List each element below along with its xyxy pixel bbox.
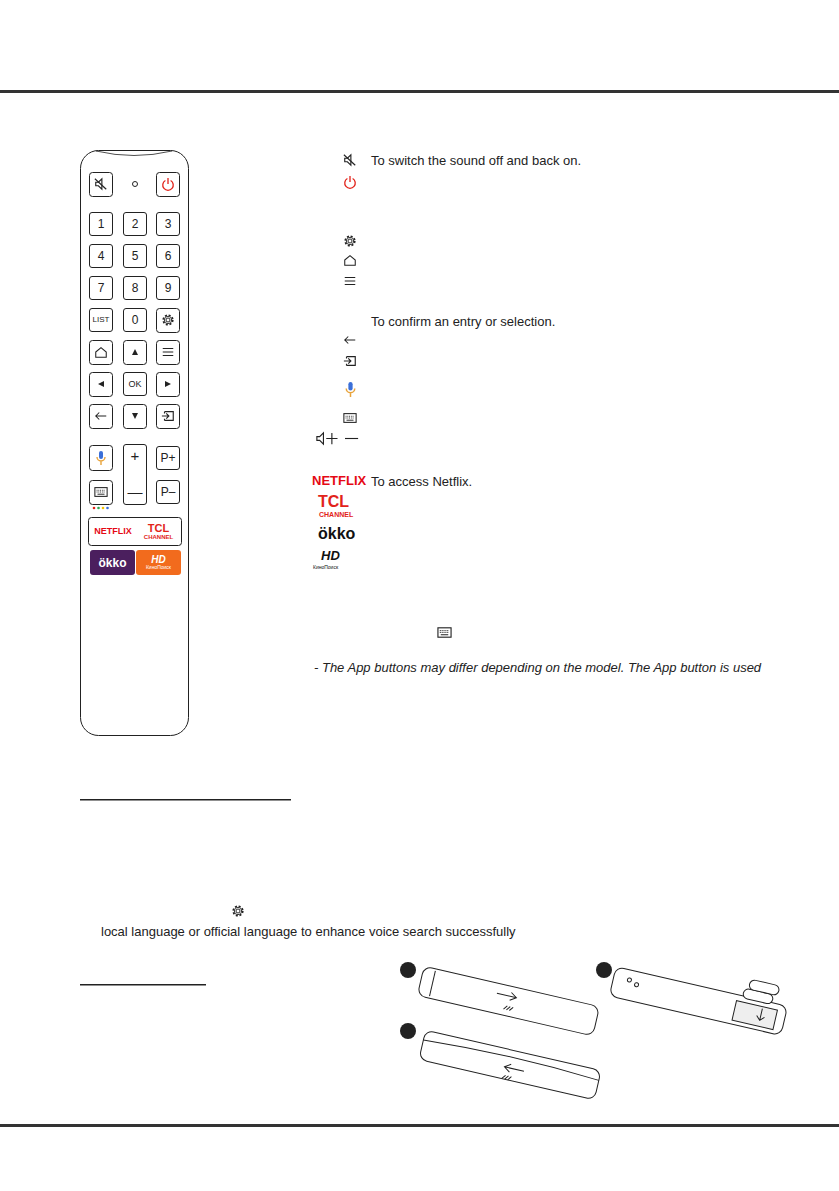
ok-button: OK: [123, 372, 147, 396]
button-label: P–: [161, 486, 176, 498]
app-logo: TCL: [318, 494, 349, 510]
button-label: 8: [132, 282, 139, 294]
function-note: To confirm an entry or selection.: [371, 315, 555, 328]
app-logo: NETFLIX: [312, 474, 366, 487]
button-label: LIST: [93, 316, 110, 324]
button-label: 5: [132, 250, 139, 262]
list-button: LIST: [89, 308, 113, 332]
footnote: - The App buttons may differ depending o…: [314, 661, 761, 674]
button-label: 7: [98, 282, 105, 294]
button-label: HD: [151, 555, 165, 565]
button-label: 9: [165, 282, 172, 294]
netflix-button: NETFLIX: [90, 519, 136, 543]
number-button: 5: [123, 244, 147, 268]
kinopoisk-button: HDКиноПоиск: [136, 550, 181, 575]
button-label: P+: [160, 452, 175, 464]
number-button: 8: [123, 276, 147, 300]
app-logo: КиноПоиск: [313, 565, 338, 570]
app-logo: ökko: [318, 526, 355, 542]
volume-rocker: +—: [123, 444, 147, 505]
number-button: 2: [123, 212, 147, 236]
number-button: 3: [156, 212, 180, 236]
button-label: 2: [132, 218, 139, 230]
button-label: NETFLIX: [94, 527, 132, 536]
button-label: 4: [98, 250, 105, 262]
function-note: To switch the sound off and back on.: [371, 154, 581, 167]
button-label: 6: [165, 250, 172, 262]
button-label: ökko: [98, 557, 126, 569]
tcl-channel-button: TCLCHANNEL: [137, 519, 180, 543]
button-label: 3: [165, 218, 172, 230]
number-button: 7: [89, 276, 113, 300]
app-logo: HD: [321, 549, 340, 562]
number-button: 1: [89, 212, 113, 236]
number-button: 0: [123, 308, 147, 332]
button-label: TCL: [148, 523, 169, 534]
okko-button: ökko: [90, 550, 135, 575]
app-logo: CHANNEL: [319, 511, 353, 518]
number-button: P+: [156, 446, 180, 470]
button-label: —: [128, 484, 143, 499]
number-button: 6: [156, 244, 180, 268]
button-label: CHANNEL: [144, 534, 173, 540]
button-label: +: [131, 448, 140, 463]
button-label: КиноПоиск: [146, 565, 171, 570]
button-label: 0: [132, 314, 139, 326]
number-button: 9: [156, 276, 180, 300]
button-label: OK: [128, 380, 141, 389]
button-label: 1: [98, 218, 105, 230]
function-note: To access Netflix.: [371, 475, 472, 488]
number-button: 4: [89, 244, 113, 268]
number-button: P–: [156, 480, 180, 504]
body-text: local language or official language to e…: [101, 925, 516, 938]
